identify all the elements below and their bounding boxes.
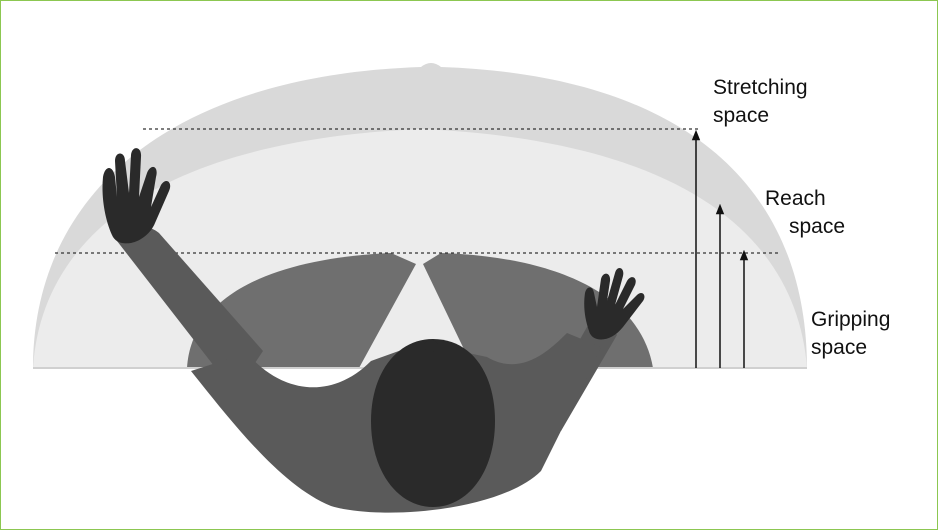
stretching-space-label-line2: space: [713, 102, 808, 130]
head: [371, 339, 495, 507]
reach-space-label-line1: Reach: [765, 185, 845, 213]
gripping-space-label-line2: space: [811, 334, 890, 362]
reach-space-label: Reach space: [765, 185, 845, 241]
gripping-space-label: Gripping space: [811, 306, 890, 362]
gripping-space-label-line1: Gripping: [811, 306, 890, 334]
stretching-space-label: Stretching space: [713, 74, 808, 130]
nose: [424, 340, 438, 352]
reach-space-label-line2: space: [765, 213, 845, 241]
stretching-space-label-line1: Stretching: [713, 74, 808, 102]
